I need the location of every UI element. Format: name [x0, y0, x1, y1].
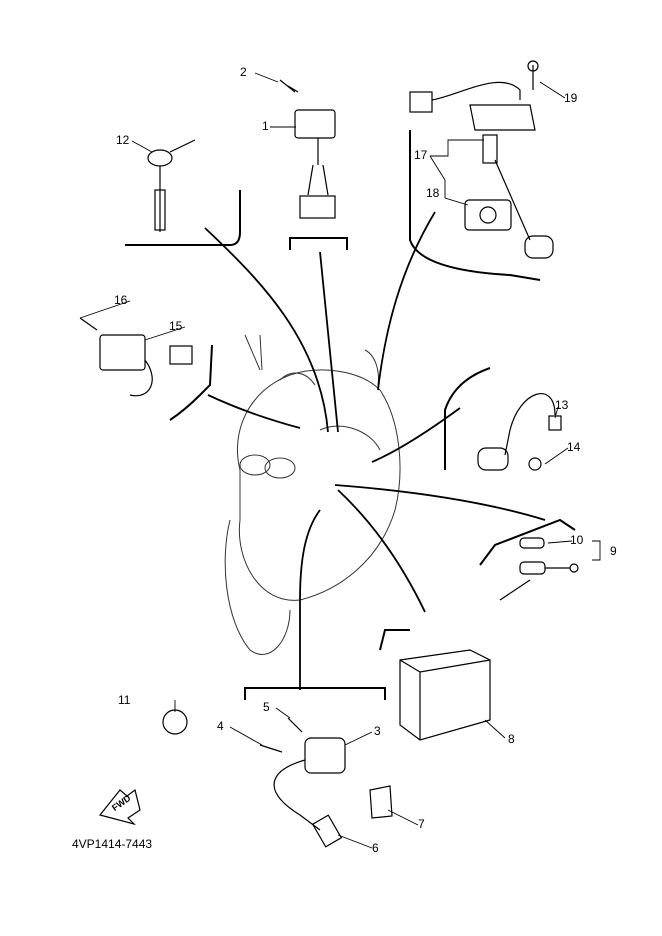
callout-brackets	[125, 130, 576, 700]
callout-17: 17	[414, 148, 428, 162]
callout-7: 7	[418, 817, 425, 831]
callout-1: 1	[262, 119, 269, 133]
callout-18: 18	[426, 186, 440, 200]
leader-arrows	[204, 211, 546, 690]
callout-13: 13	[555, 398, 569, 412]
callout-12: 12	[116, 133, 130, 147]
fwd-arrow	[98, 788, 141, 826]
callout-16: 16	[114, 293, 128, 307]
callout-14: 14	[567, 440, 581, 454]
callout-5: 5	[263, 700, 270, 714]
label-leaders	[79, 72, 601, 849]
callout-15: 15	[169, 319, 183, 333]
scooter-outline	[224, 334, 401, 655]
callout-19: 19	[564, 91, 578, 105]
callout-11: 11	[118, 693, 131, 707]
callout-2: 2	[240, 65, 247, 79]
callout-9: 9	[610, 544, 617, 558]
callout-10: 10	[570, 533, 584, 547]
callout-6: 6	[372, 841, 379, 855]
part-sketches	[79, 60, 579, 848]
diagram-part-code: 4VP1414-7443	[72, 837, 153, 851]
callout-4: 4	[217, 719, 224, 733]
callout-8: 8	[508, 732, 515, 746]
callout-3: 3	[374, 724, 381, 738]
